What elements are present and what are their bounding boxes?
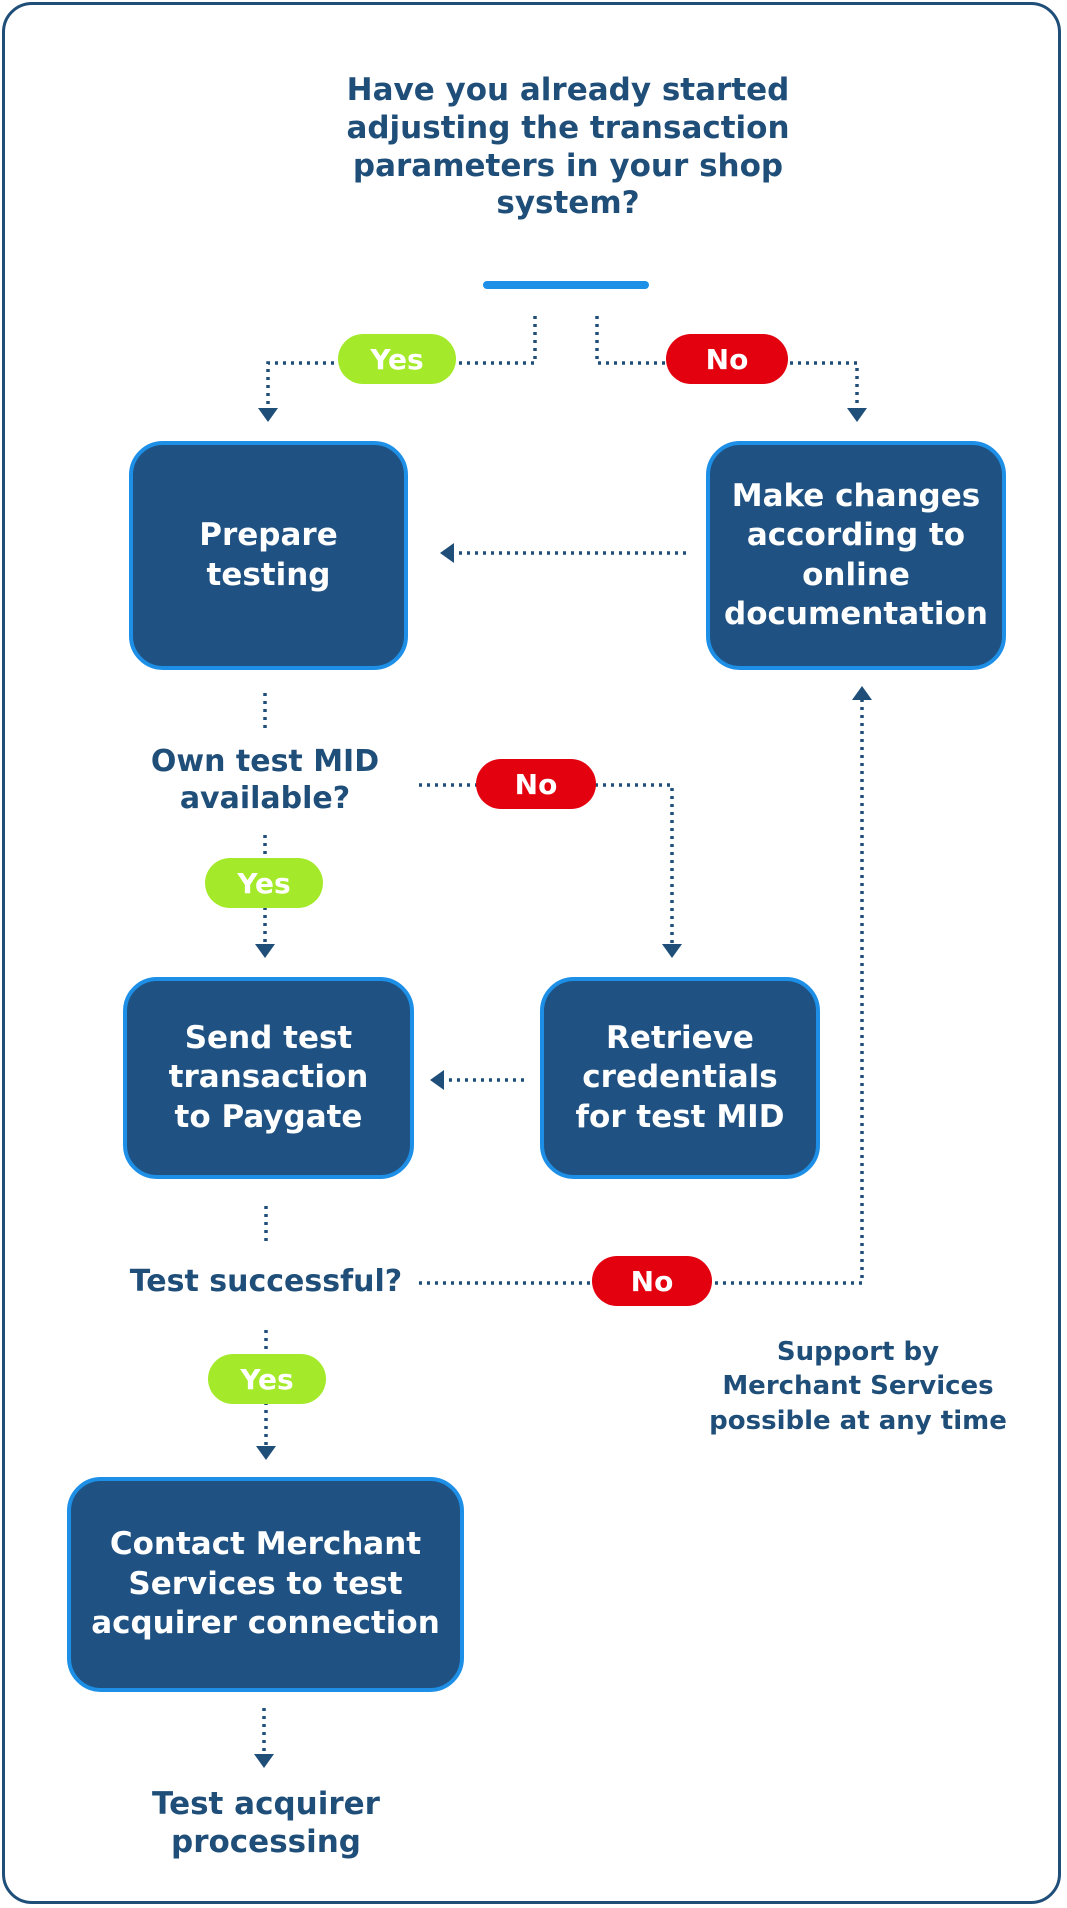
connector-retrieve-to-send [430,1070,524,1090]
own-mid-question: Own test MID available? [150,744,380,816]
make-changes-label: Make changes according to online documen… [724,477,988,632]
no-label-start: No [666,334,788,384]
connector-start-yes [258,316,537,422]
yes-label-test: Yes [208,1354,326,1404]
retrieve-credentials-label: Retrieve credentials for test MID [575,1019,785,1135]
no-label-mid: No [476,759,596,809]
test-successful-question: Test successful? [129,1264,403,1299]
connector-test-no [419,686,872,1285]
prepare-testing-label: Prepare testing [199,517,338,593]
yes-label-mid: Yes [205,858,323,908]
contact-merchant-box: Contact Merchant Services to test acquir… [67,1477,464,1692]
prepare-testing-box: Prepare testing [129,441,408,670]
start-question: Have you already started adjusting the t… [346,72,790,222]
end-label: Test acquirer processing [152,1786,380,1860]
support-note: Support by Merchant Services possible at… [709,1337,1007,1436]
send-test-box: Send test transaction to Paygate [123,977,414,1179]
yes-label-start: Yes [338,334,456,384]
connector-mid-yes [255,835,275,958]
send-test-label: Send test transaction to Paygate [168,1019,369,1135]
connector-contact-to-end [254,1708,274,1768]
no-label-test: No [592,1256,712,1306]
connector-mid-no [419,783,682,958]
make-changes-box: Make changes according to online documen… [706,441,1006,670]
contact-merchant-label: Contact Merchant Services to test acquir… [91,1526,440,1642]
connector-changes-to-prepare [440,543,686,563]
start-accent-bar [483,281,649,289]
retrieve-credentials-box: Retrieve credentials for test MID [540,977,820,1179]
